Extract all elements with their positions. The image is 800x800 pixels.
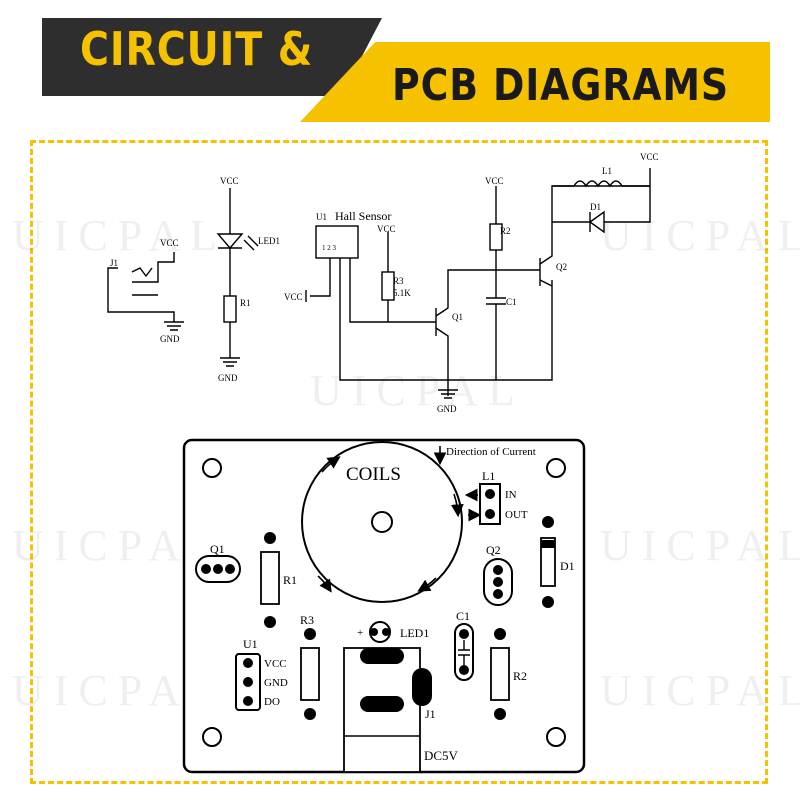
pcb-q1-label: Q1 [210,542,225,556]
c1-label: C1 [506,297,517,307]
pcb-r1-label: R1 [283,573,297,587]
banner-title-line2: PCB DIAGRAMS [392,60,730,111]
pcb-r2-label: R2 [513,669,527,683]
led1-label: LED1 [258,236,280,246]
banner-dark-block [42,18,382,96]
u1-pins-label: 1 2 3 [322,244,337,252]
pcb-u1-do: DO [264,696,280,708]
q1-label: Q1 [452,312,463,322]
gnd-label: GND [437,404,457,414]
pcb-board: Direction of Current COILS L1 IN OUT Q1 … [182,438,586,774]
content-frame [30,140,768,784]
gnd-label: GND [218,373,238,383]
gnd-label: GND [160,334,180,344]
pcb-q2-label: Q2 [486,543,501,557]
hall-sensor-label: Hall Sensor [335,209,391,223]
pcb-l1-in: IN [505,489,517,501]
r3-value: 5.1K [393,288,411,298]
schematic-labels: VCC VCC J1 GND LED1 R1 GND U1 Hall Senso… [110,152,659,414]
u1-label: U1 [316,212,327,222]
j1-label: J1 [110,258,118,268]
coils-label: COILS [346,464,401,485]
vcc-label: VCC [377,224,396,234]
pcb-dc5v-label: DC5V [424,748,459,763]
pcb-l1-out: OUT [505,509,528,521]
pcb-j1-label: J1 [425,707,436,721]
pcb-l1-label: L1 [482,469,495,483]
vcc-label: VCC [160,238,179,248]
banner-yellow-block [300,42,770,122]
vcc-label: VCC [485,176,504,186]
pcb-led1-label: LED1 [400,626,429,640]
banner-title-line1: CIRCUIT & [80,22,314,76]
schematic [107,168,651,399]
vcc-label: VCC [220,176,239,186]
vcc-label: VCC [284,292,303,302]
d1-label: D1 [590,202,601,212]
pcb-u1-gnd: GND [264,677,288,689]
pcb-u1-vcc: VCC [264,658,287,670]
direction-of-current-label: Direction of Current [446,446,536,458]
pcb-r3-label: R3 [300,613,314,627]
q2-label: Q2 [556,262,567,272]
r3-label: R3 [393,276,404,286]
l1-label: L1 [602,166,612,176]
pcb-u1-label: U1 [243,637,258,651]
vcc-label: VCC [640,152,659,162]
pcb-led-plus: + [357,627,363,639]
r1-label: R1 [240,298,251,308]
r2-label: R2 [500,226,511,236]
pcb-c1-label: C1 [456,609,470,623]
pcb-d1-label: D1 [560,559,575,573]
